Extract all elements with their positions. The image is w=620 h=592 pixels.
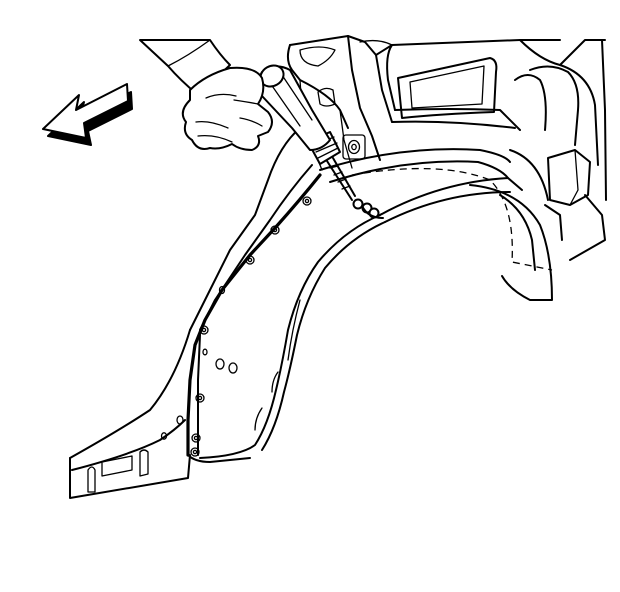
inner-wheelhouse <box>351 149 553 301</box>
quarter-panel-inner <box>286 35 607 261</box>
wheelhouse-panel <box>69 127 386 499</box>
direction-arrow-icon <box>42 83 133 146</box>
wheelhouse-flange <box>319 148 523 223</box>
hand <box>139 39 273 151</box>
drill-target-welds <box>352 198 384 219</box>
air-drill <box>257 64 356 201</box>
spot-welds <box>190 196 312 457</box>
